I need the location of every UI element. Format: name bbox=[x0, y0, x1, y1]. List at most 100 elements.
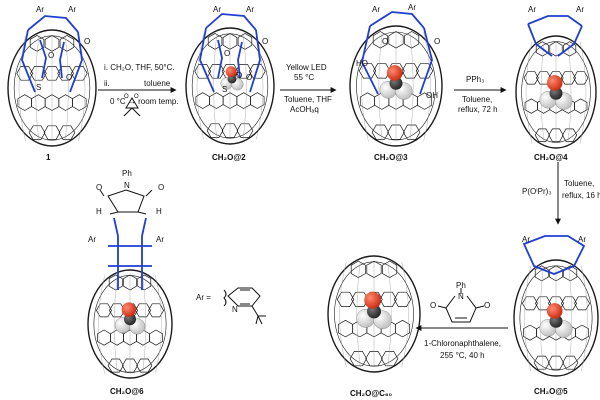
step4-line3: reflux, 16 h bbox=[562, 191, 600, 200]
cage-ring bbox=[416, 92, 433, 110]
rim-6 bbox=[108, 217, 152, 290]
cage-ring bbox=[194, 64, 212, 79]
cage-ring bbox=[30, 66, 47, 81]
reaction-arrows bbox=[98, 87, 561, 331]
rim-3 bbox=[361, 11, 433, 95]
cage-ring bbox=[402, 124, 421, 140]
ar-definition-label: Ar = bbox=[196, 293, 211, 302]
o-label: O bbox=[484, 301, 490, 310]
cage-ring bbox=[575, 324, 589, 341]
cage-ring bbox=[58, 125, 76, 140]
oxygen-atom bbox=[546, 75, 563, 91]
h-label: H bbox=[96, 207, 102, 216]
cage-back-edge bbox=[525, 41, 533, 144]
ch2o-molecule-4 bbox=[539, 75, 573, 110]
o-label: O bbox=[236, 71, 242, 80]
cage-ring bbox=[349, 351, 368, 367]
o-label: O bbox=[96, 183, 102, 192]
ar-label: Ar bbox=[88, 235, 96, 244]
cage-ring bbox=[28, 125, 46, 140]
o-label: O bbox=[84, 37, 90, 46]
step3-line2: Toluene, bbox=[462, 95, 492, 104]
cage-back-edge bbox=[114, 275, 118, 374]
step1-line4: 0 °C → room temp. bbox=[110, 97, 179, 106]
cage-ring bbox=[561, 128, 578, 142]
compound-1-cage bbox=[7, 29, 97, 147]
cage-ring bbox=[236, 123, 254, 138]
opened-rims bbox=[21, 11, 586, 290]
ch2o-molecule-3 bbox=[379, 65, 413, 100]
ar-label: Ar bbox=[408, 3, 416, 12]
cage-back-edge bbox=[568, 265, 572, 372]
cage-outline bbox=[513, 259, 599, 377]
atom-labels: Ar Ar O O O S Ar Ar O O O S O Ar Ar O O … bbox=[36, 3, 586, 244]
s-label: S bbox=[222, 85, 227, 94]
rim-4 bbox=[527, 15, 583, 57]
cage-ring bbox=[221, 123, 239, 138]
ar-label: Ar bbox=[156, 235, 164, 244]
n-label: N bbox=[124, 181, 130, 190]
step5-line2: 255 °C, 40 h bbox=[440, 351, 485, 360]
oxygen-atom bbox=[386, 65, 403, 81]
cage-ring bbox=[574, 296, 591, 311]
cage-ring bbox=[380, 351, 399, 367]
cage-ring bbox=[534, 296, 552, 311]
ho-label: HO bbox=[356, 59, 368, 68]
ch2o-molecule-5 bbox=[539, 303, 573, 338]
compound-label-4: CH₂O@4 bbox=[534, 153, 568, 162]
ar-label: Ar bbox=[576, 5, 584, 14]
cage-ring bbox=[248, 64, 266, 79]
cage-ring bbox=[236, 92, 251, 109]
ch2o-molecule-c60 bbox=[356, 291, 392, 330]
cage-back-edge bbox=[339, 261, 347, 368]
cage-ring bbox=[351, 291, 369, 307]
cage-back-edge bbox=[401, 261, 409, 368]
ph-label: Ph bbox=[122, 169, 132, 178]
cage-ring bbox=[562, 355, 579, 370]
cage-outline bbox=[7, 29, 97, 147]
step2-line4: AcOHₐq bbox=[290, 105, 319, 114]
step3-line3: reflux, 72 h bbox=[458, 105, 498, 114]
cage-ring bbox=[533, 355, 550, 370]
ar-label: Ar bbox=[522, 235, 530, 244]
cage-back-edge bbox=[524, 265, 531, 372]
ch2o-molecule-2 bbox=[220, 66, 244, 91]
rim-1 bbox=[21, 15, 83, 93]
compound-label-2: CH₂O@2 bbox=[212, 153, 246, 162]
cage-ring bbox=[548, 128, 564, 142]
rim-1-inner bbox=[39, 39, 65, 79]
cage-ring bbox=[58, 94, 73, 111]
ar-definition: Ar = N bbox=[196, 287, 266, 325]
o-label: O bbox=[246, 73, 252, 82]
cage-back-edge bbox=[579, 41, 587, 144]
ar-label: Ar bbox=[528, 5, 536, 14]
ph-label: Ph bbox=[456, 281, 466, 290]
o-label: O bbox=[158, 183, 164, 192]
o-label: O bbox=[262, 37, 268, 46]
oxygen-atom bbox=[225, 66, 237, 78]
cage-outline bbox=[185, 27, 275, 145]
oxygen-atom bbox=[364, 291, 381, 309]
o-label: O bbox=[382, 37, 388, 46]
cage-ring bbox=[108, 303, 126, 318]
o-label: O bbox=[124, 94, 129, 100]
step2-line3: Toluene, THF bbox=[284, 95, 332, 104]
cage-ring bbox=[149, 329, 163, 346]
cage-ring bbox=[121, 358, 139, 373]
o-label: O bbox=[66, 73, 72, 82]
oxygen-atom bbox=[546, 303, 563, 319]
cage-ring bbox=[560, 296, 578, 311]
cage-ring bbox=[209, 92, 224, 109]
n-label: N bbox=[458, 292, 464, 301]
cage-outline bbox=[87, 269, 173, 379]
cage-outline bbox=[349, 25, 443, 147]
cage-back-edge bbox=[18, 35, 26, 142]
cage-outline bbox=[327, 255, 421, 373]
cage-ring bbox=[534, 128, 551, 142]
cage-back-edge bbox=[409, 31, 414, 142]
cage-back-edge bbox=[423, 31, 431, 142]
cage-back-edge bbox=[581, 265, 588, 372]
s-label: S bbox=[36, 83, 41, 92]
cage-ring bbox=[136, 358, 153, 373]
